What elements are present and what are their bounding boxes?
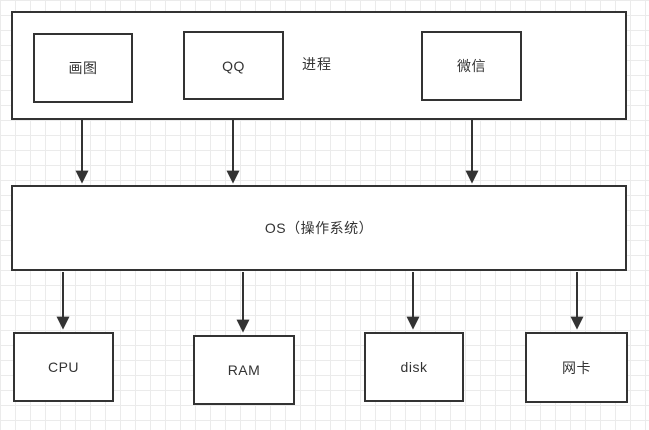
node-nic: 网卡	[525, 332, 628, 403]
node-ram: RAM	[193, 335, 295, 405]
node-os-label: OS（操作系统）	[264, 220, 374, 236]
process-group-label: 进程	[302, 56, 332, 72]
node-disk-label: disk	[400, 359, 428, 375]
node-qq: QQ	[183, 31, 284, 100]
node-nic-label: 网卡	[562, 359, 591, 376]
node-disk: disk	[364, 332, 464, 402]
node-cpu-label: CPU	[47, 359, 80, 375]
node-paint-label: 画图	[68, 60, 98, 76]
node-os: OS（操作系统）	[11, 185, 627, 271]
node-wechat-label: 微信	[457, 58, 486, 74]
node-wechat: 微信	[421, 31, 522, 101]
node-qq-label: QQ	[222, 57, 245, 74]
node-paint: 画图	[33, 33, 133, 103]
node-ram-label: RAM	[227, 362, 261, 378]
node-cpu: CPU	[13, 332, 114, 402]
